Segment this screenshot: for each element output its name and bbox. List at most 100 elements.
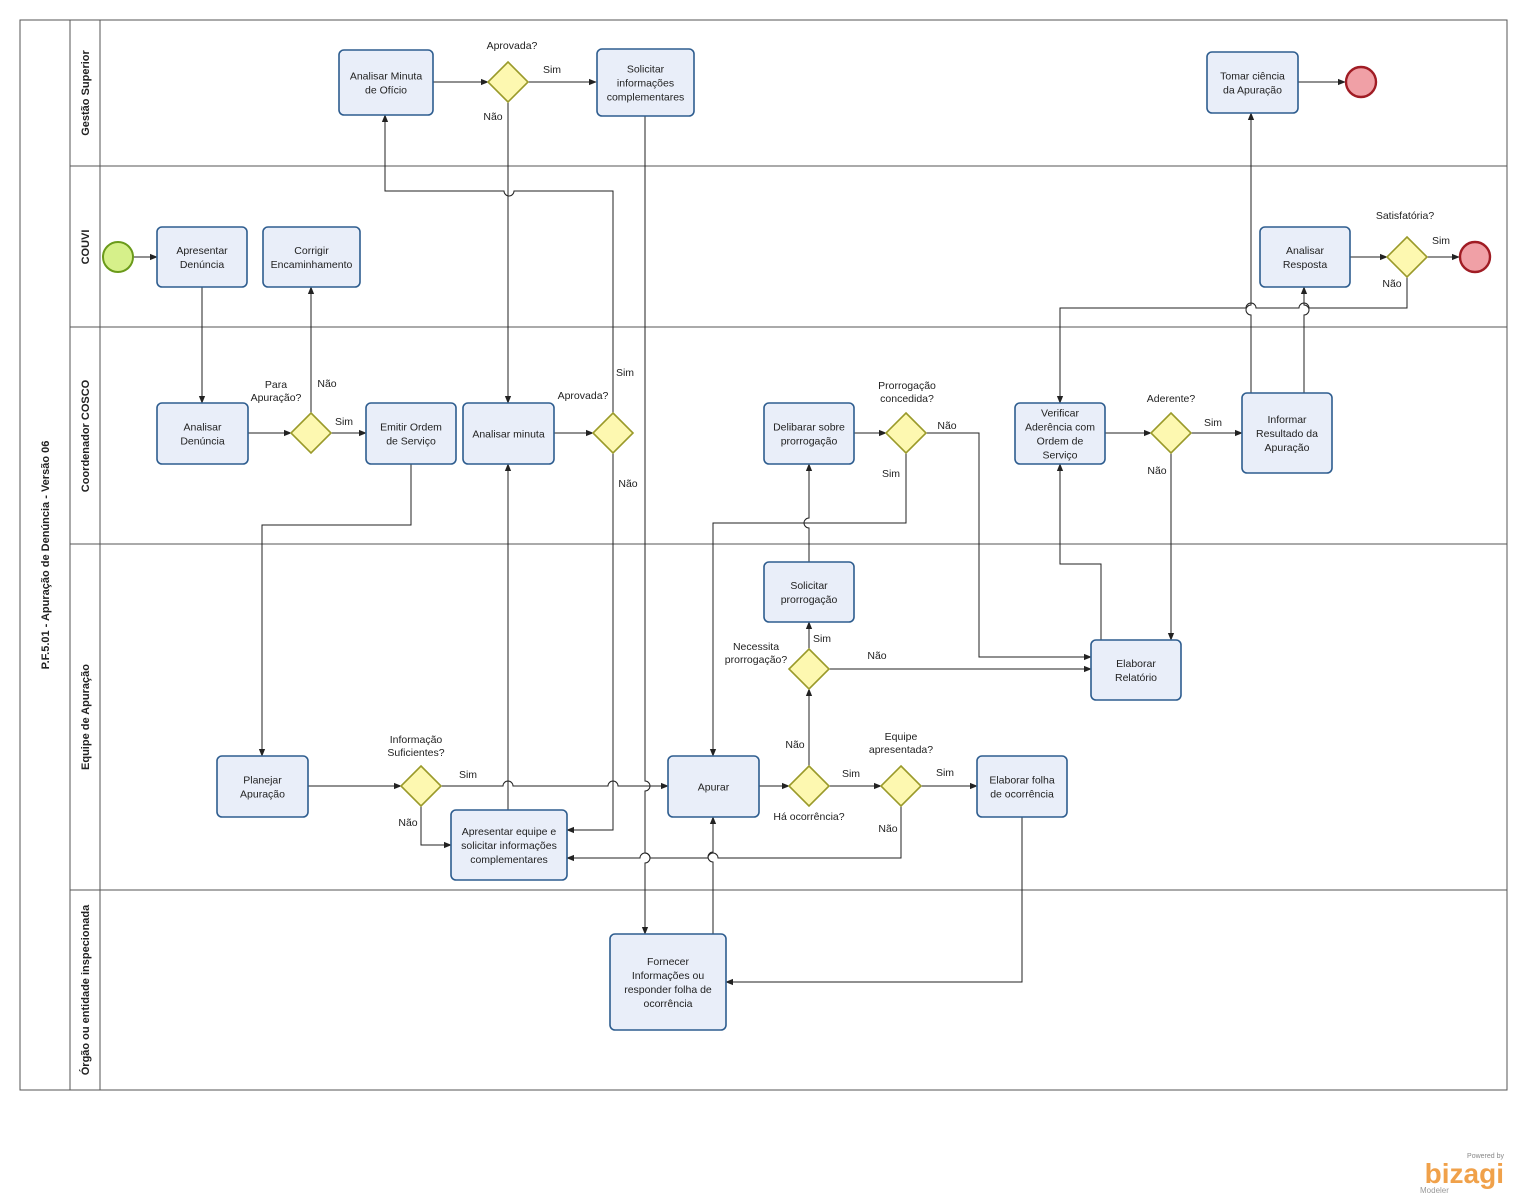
flow-label-nao: Não (1382, 278, 1401, 290)
task-label: Analisar Minuta (350, 71, 423, 83)
gateway-label: apresentada? (869, 744, 933, 756)
bizagi-branding: Powered by bizagi Modeler (1420, 1153, 1504, 1195)
pool-title: P.F.5.01 - Apuração de Denúncia - Versão… (40, 441, 52, 670)
task-label: Apurar (698, 782, 730, 794)
task-label: Resultado da (1256, 428, 1318, 440)
task-label: complementares (470, 854, 548, 866)
task-label: Delibarar sobre (773, 422, 845, 434)
end-event-couvi (1458, 240, 1492, 274)
task-label: Ordem de (1037, 436, 1084, 448)
task-label: da Apuração (1223, 85, 1282, 97)
gateway-aderente: Aderente? (1147, 393, 1195, 455)
gateway-label: Satisfatória? (1376, 210, 1435, 222)
gateway-label: Há ocorrência? (773, 811, 844, 823)
flow-label-nao: Não (937, 420, 956, 432)
bizagi-logo: bizagi (1425, 1158, 1504, 1189)
task-label: Analisar (184, 422, 222, 434)
task-label: solicitar informações (461, 840, 557, 852)
task-analisar-minuta-oficio: Analisar Minuta de Ofício (338, 49, 434, 116)
task-label: de Ofício (365, 85, 407, 97)
task-label: Elaborar (1116, 658, 1156, 670)
task-label: informações (617, 78, 674, 90)
task-label: Denúncia (180, 259, 225, 271)
task-label: Apresentar (176, 245, 228, 257)
flow-label-sim: Sim (616, 367, 634, 379)
flow-label-nao: Não (618, 478, 637, 490)
flow-label-sim: Sim (1432, 235, 1450, 247)
gateway-label: Necessita (733, 641, 779, 653)
task-label: Corrigir (294, 245, 329, 257)
task-label: Tomar ciência (1220, 71, 1285, 83)
flow-labels: SimNãoSimNãoNãoSimSimNãoNãoSimSimNãoSimN… (317, 64, 1450, 835)
task-label: Informar (1267, 414, 1307, 426)
modeler-text: Modeler (1420, 1186, 1449, 1195)
flow-label-sim: Sim (842, 768, 860, 780)
task-label: prorrogação (781, 436, 838, 448)
pool: P.F.5.01 - Apuração de Denúncia - Versão… (19, 19, 1508, 1091)
gateway-label: concedida? (880, 393, 934, 405)
task-label: prorrogação (781, 594, 838, 606)
task-label: Denúncia (180, 436, 225, 448)
gateway-label: Informação (390, 734, 443, 746)
flow-label-sim: Sim (813, 633, 831, 645)
task-analisar-minuta: Analisar minuta (462, 402, 555, 465)
flow-label-nao: Não (1147, 465, 1166, 477)
flow-label-sim: Sim (1204, 417, 1222, 429)
gateway-label: Aprovada? (558, 390, 609, 402)
task-tomar-ciencia: Tomar ciência da Apuração (1206, 51, 1299, 114)
gateway-aprovada-gestao: Aprovada? (487, 40, 538, 104)
flow-label-sim: Sim (543, 64, 561, 76)
gateway-label: Suficientes? (387, 747, 444, 759)
lane-couvi: COUVI (80, 230, 92, 265)
task-label: Relatório (1115, 672, 1157, 684)
flow-label-nao: Não (878, 823, 897, 835)
task-label: responder folha de (624, 984, 712, 996)
gateway-aprovada-cosco: Aprovada? (558, 390, 635, 455)
gateway-ha-ocorrencia: Há ocorrência? (773, 764, 845, 823)
gateway-label: Equipe (885, 731, 918, 743)
flow-label-sim: Sim (936, 767, 954, 779)
task-label: Analisar (1286, 245, 1324, 257)
task-label: Informações ou (632, 970, 705, 982)
gateway-label: Apuração? (251, 392, 302, 404)
task-delibarar-prorrogacao: Delibarar sobre prorrogação (763, 402, 855, 465)
end-event-gestao (1344, 65, 1378, 99)
gateway-label: Prorrogação (878, 380, 936, 392)
task-label: Apresentar equipe e (462, 826, 557, 838)
task-label: Apuração (240, 789, 285, 801)
task-label: Serviço (1042, 450, 1077, 462)
task-label: Analisar minuta (472, 429, 545, 441)
flow-label-nao: Não (867, 650, 886, 662)
flow-label-sim: Sim (459, 769, 477, 781)
lane-equipe-apuracao: Equipe de Apuração (80, 664, 92, 770)
task-label: Encaminhamento (271, 259, 353, 271)
start-event (102, 241, 134, 273)
flow-label-nao: Não (785, 739, 804, 751)
task-label: Solicitar (790, 580, 828, 592)
task-label: de Serviço (386, 436, 436, 448)
task-label: de ocorrência (990, 789, 1054, 801)
task-label: complementares (607, 92, 685, 104)
task-apurar: Apurar (667, 755, 760, 818)
gateway-label: Para (265, 379, 287, 391)
sequence-flows (134, 78, 1460, 986)
